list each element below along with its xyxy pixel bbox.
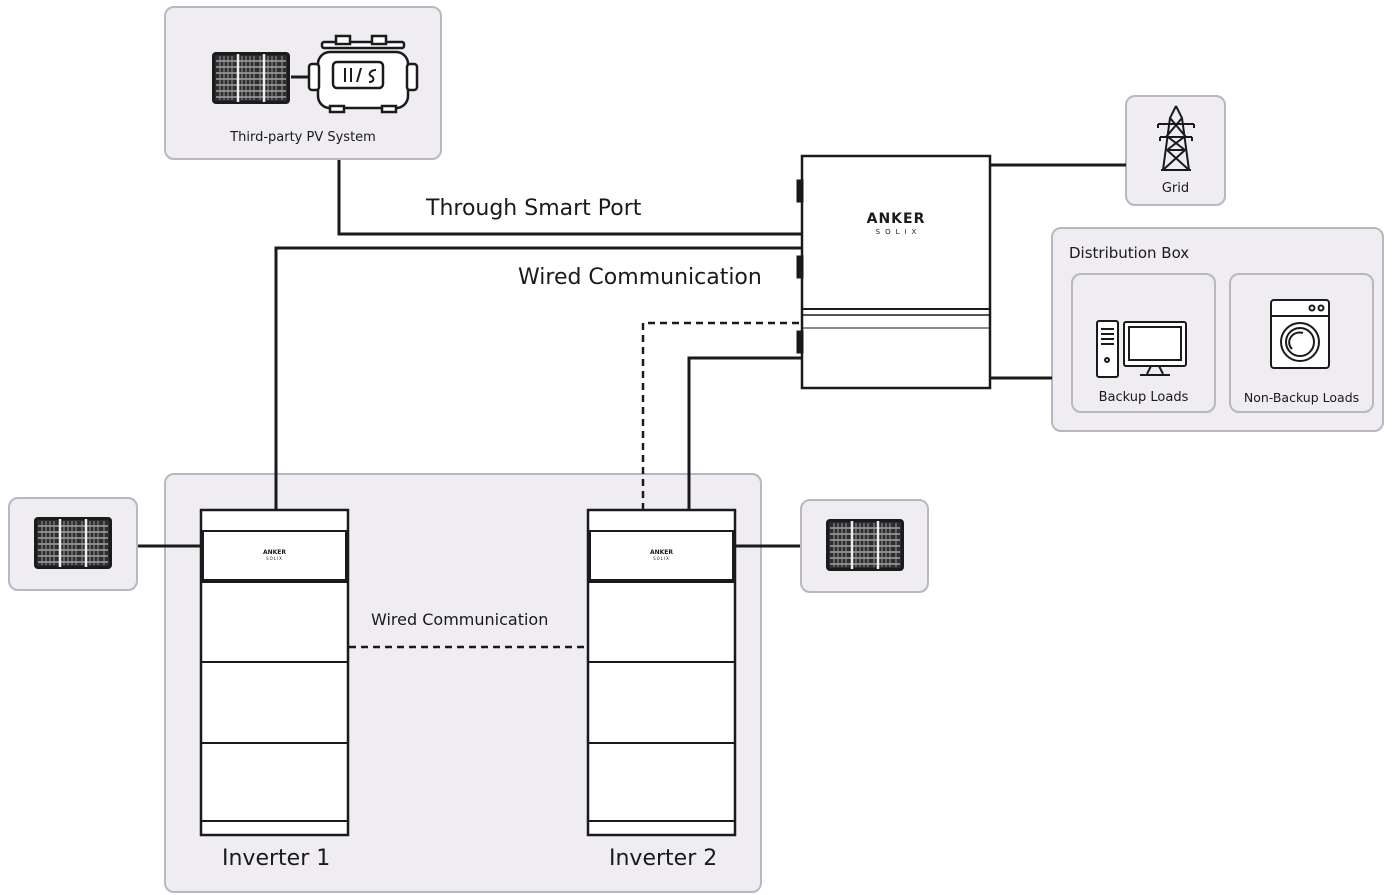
transmission-tower-icon [1157,105,1195,171]
anker-hub [796,154,992,390]
left-solar-panel-icon [32,515,114,571]
distribution-box-title: Distribution Box [1069,244,1190,262]
hub-brand-name: ANKER [866,211,926,227]
inverter-2-stack [586,508,737,837]
wired-communication-label-top: Wired Communication [518,265,762,290]
non-backup-loads-label: Non-Backup Loads [1243,390,1360,405]
comm-dashed-wire-top [641,321,802,510]
inverter-2-logo: ANKER SOLIX [590,549,733,561]
grid-label: Grid [1161,181,1190,196]
smart-port-label: Through Smart Port [426,196,642,221]
inverter2-hub-wire [687,356,802,510]
right-solar-box [800,499,929,593]
backup-loads-label: Backup Loads [1098,390,1189,405]
inverter-1-stack [199,508,350,837]
hub-brand-logo: ANKER SOLIX [802,211,990,237]
inverter-1-brand-name: ANKER [262,549,287,556]
inverter-1-sub-brand: SOLIX [266,556,283,561]
washing-machine-icon [1270,299,1330,369]
micro-inverter-icon [307,34,419,114]
smart-port-wire [337,160,802,236]
inverter-2-brand-name: ANKER [649,549,674,556]
right-solar-panel-icon [824,517,906,573]
inverter1-hub-wire [274,246,802,510]
hub-sub-brand: SOLIX [875,228,922,236]
inverter-1-label: Inverter 1 [222,846,331,871]
inverter-2-sub-brand: SOLIX [653,556,670,561]
inverter-1-logo: ANKER SOLIX [203,549,346,561]
computer-icon [1096,320,1187,378]
wired-communication-label-bottom: Wired Communication [371,610,549,629]
pv-system-label: Third-party PV System [230,130,376,145]
pv-solar-panel-icon [210,50,292,106]
inverter-2-label: Inverter 2 [609,846,718,871]
